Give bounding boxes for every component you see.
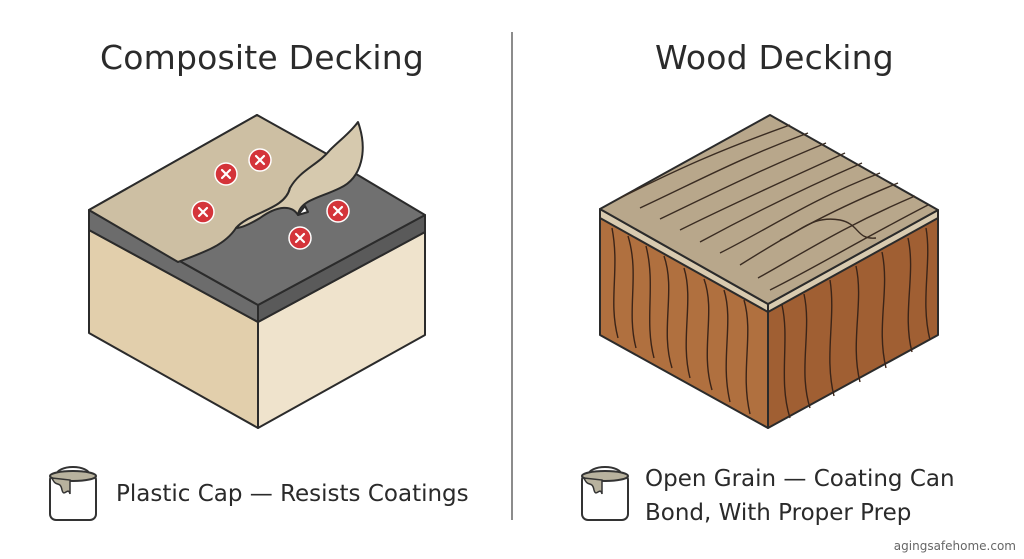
center-divider xyxy=(511,32,513,520)
composite-caption: Plastic Cap — Resists Coatings xyxy=(116,481,469,507)
x-mark-icon xyxy=(214,162,238,186)
wood-caption: Open Grain — Coating Can Bond, With Prop… xyxy=(645,462,955,530)
wood-top-face xyxy=(599,114,939,305)
x-mark-icon xyxy=(288,226,312,250)
wood-title: Wood Decking xyxy=(655,38,894,77)
wood-block-illustration xyxy=(599,114,939,429)
composite-peel-tip xyxy=(297,205,309,216)
paint-can-icon xyxy=(581,466,629,521)
x-mark-icon xyxy=(191,200,215,224)
composite-x-markers xyxy=(191,148,350,250)
wood-caption-line2: Bond, With Proper Prep xyxy=(645,500,912,526)
wood-top-grain xyxy=(619,124,929,291)
paint-can-icon xyxy=(49,466,97,521)
wood-caption-line1: Open Grain — Coating Can xyxy=(645,466,955,492)
x-mark-icon xyxy=(326,199,350,223)
x-mark-icon xyxy=(248,148,272,172)
composite-peel-flap xyxy=(235,121,364,229)
wood-side-grain xyxy=(611,227,931,419)
composite-title: Composite Decking xyxy=(100,38,425,77)
watermark: agingsafehome.com xyxy=(893,539,1016,553)
